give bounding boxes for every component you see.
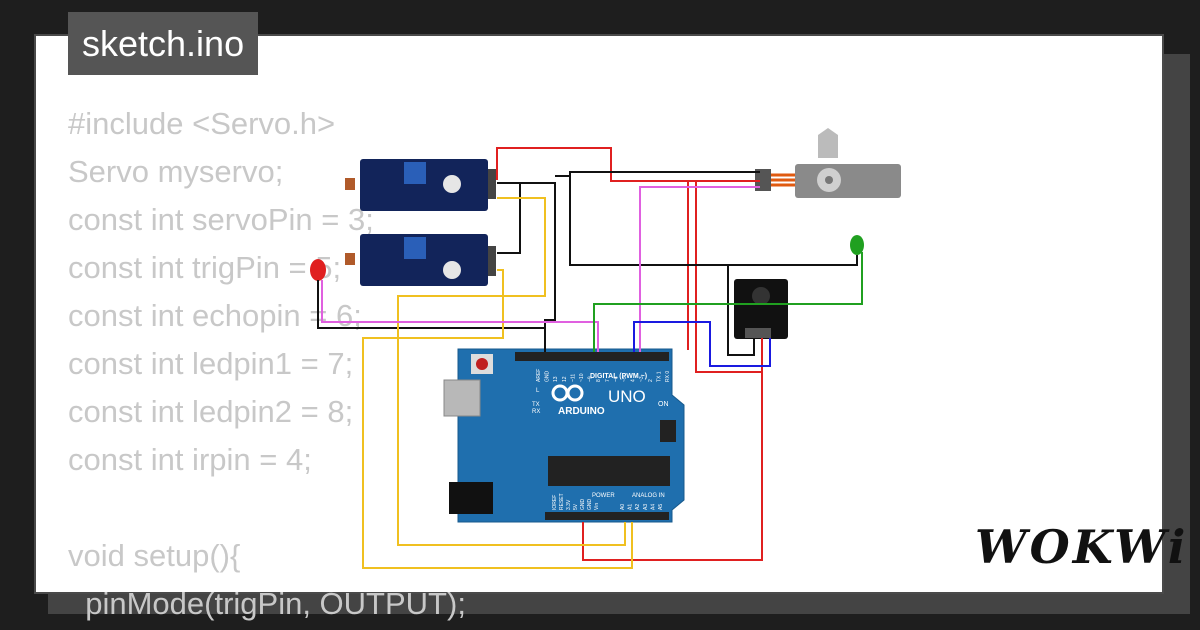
atmega-chip (548, 456, 670, 486)
digital-pin-label: ~3 (639, 376, 645, 382)
power-pin-label: GND (587, 499, 593, 511)
code-line: const int irpin = 4; (68, 442, 312, 477)
digital-pin-label: 13 (553, 376, 559, 382)
on-label: ON (658, 401, 669, 408)
code-line: const int trigPin = 5; (68, 250, 342, 285)
power-analog-header (545, 512, 669, 520)
wire-red (695, 181, 763, 373)
digital-pin-label: RX 0 (665, 371, 671, 382)
wire-red (496, 147, 760, 182)
wire-green (593, 252, 863, 352)
digital-pin-label: GND (545, 371, 551, 383)
rx-led-label: RX (532, 409, 540, 415)
analog-pin-label: A1 (628, 504, 634, 510)
wires (317, 147, 863, 569)
servo-connector (755, 169, 771, 191)
analog-label: ANALOG IN (632, 493, 665, 499)
wire-yellow (362, 269, 633, 569)
sketch-title: sketch.ino (68, 12, 259, 75)
digital-pin-label: ~10 (579, 373, 585, 382)
icsp-header (660, 420, 676, 442)
analog-pin-label: A2 (635, 504, 641, 510)
tx-led-label: TX (532, 402, 540, 408)
wire-black (497, 182, 521, 254)
wire-yellow (397, 197, 626, 546)
power-jack (449, 482, 493, 514)
digital-pin-label: 7 (605, 379, 611, 382)
analog-pin-label: A3 (643, 504, 649, 510)
digital-pin-label: ~11 (570, 374, 576, 382)
green-led[interactable] (850, 235, 864, 255)
wire-blue (633, 321, 771, 367)
reset-button-cap[interactable] (476, 358, 488, 370)
power-pin-label: RESET (559, 493, 565, 510)
analog-pin-label: A4 (650, 504, 656, 510)
analog-pin-label: A0 (620, 504, 626, 510)
power-pin-label: GND (580, 499, 586, 511)
digital-pin-label: 8 (596, 379, 602, 382)
digital-pin-label: 12 (562, 376, 568, 382)
power-pin-label: 5V (573, 503, 579, 510)
power-pin-label: Vin (594, 503, 600, 510)
servo-motor[interactable] (755, 128, 901, 198)
digital-header (515, 352, 669, 361)
wokwi-logo: WOKWi (975, 520, 1189, 574)
code-line: const int ledpin1 = 7; (68, 346, 354, 381)
digital-pin-label: AREF (536, 369, 542, 382)
brand-label: ARDUINO (558, 406, 605, 417)
digital-pin-label: 4 (631, 379, 637, 382)
arduino-uno-board[interactable]: DIGITAL (PWM ~) ARDUINO UNO POWER ANALOG… (443, 348, 685, 523)
l-led-label: L (536, 388, 540, 394)
digital-pin-label: 2 (648, 379, 654, 382)
wire-pink (321, 280, 599, 352)
wire-red (582, 372, 763, 561)
code-line: Servo myservo; (68, 154, 284, 189)
code-line: const int ledpin2 = 8; (68, 394, 354, 429)
analog-pin-label: A5 (658, 504, 664, 510)
power-pin-label: 3.3V (566, 499, 572, 510)
code-listing: #include <Servo.h> Servo myservo; const … (68, 100, 466, 628)
power-label: POWER (592, 493, 615, 499)
digital-pin-label: TX 1 (656, 371, 662, 382)
digital-pin-label: ~6 (613, 376, 619, 382)
code-line: void setup(){ (68, 538, 241, 573)
code-line: #include <Servo.h> (68, 106, 336, 141)
ldr-sensor-module-1[interactable] (345, 159, 496, 211)
digital-pin-label: ~9 (588, 376, 594, 382)
power-pin-label: IOREF (552, 495, 558, 510)
model-label: UNO (608, 387, 646, 406)
digital-pin-label: ~5 (622, 376, 628, 382)
code-line: pinMode(trigPin, OUTPUT); (68, 586, 466, 621)
digital-header-label: DIGITAL (PWM ~) (590, 373, 647, 380)
ldr-sensor-module-2[interactable] (345, 234, 496, 286)
red-led[interactable] (310, 259, 326, 281)
code-line: const int servoPin = 3; (68, 202, 374, 237)
usb-connector (443, 379, 481, 417)
ir-receiver-module[interactable] (734, 279, 788, 339)
